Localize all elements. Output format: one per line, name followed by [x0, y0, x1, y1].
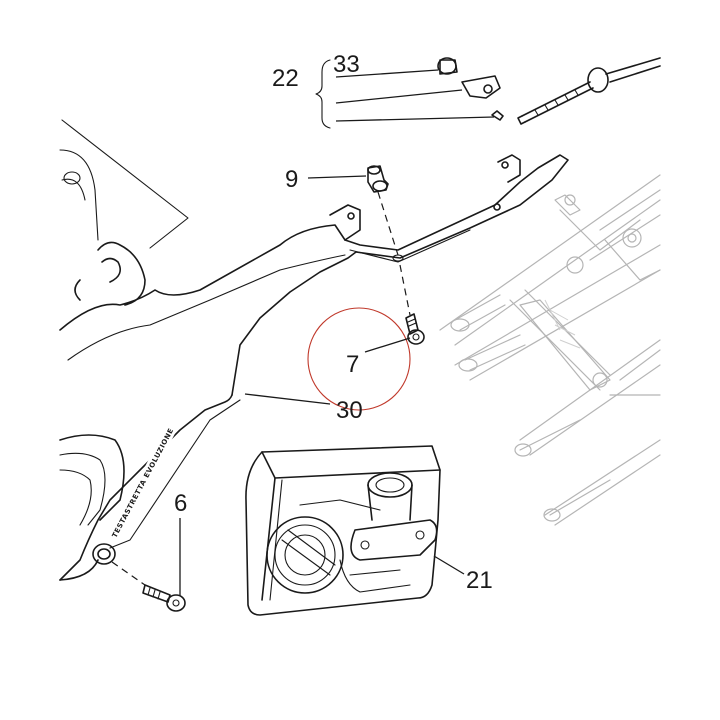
filler-box-part-21 — [245, 445, 441, 616]
side-panel-outline — [59, 119, 189, 249]
callout-6: 6 — [174, 490, 187, 517]
spacer-part-9 — [367, 165, 411, 316]
screw-part-7 — [405, 313, 425, 345]
callout-33: 33 — [333, 51, 360, 78]
callout-22: 22 — [272, 65, 299, 92]
background-frame-structure — [439, 174, 661, 526]
cable-sensor-assembly — [315, 57, 661, 129]
tail-logo-text: TESTASTRETTA EVOLUZIONE — [111, 427, 176, 539]
callout-7: 7 — [346, 351, 359, 378]
highlight-circle-part-7 — [307, 307, 411, 411]
callout-30: 30 — [336, 397, 363, 424]
leader-lines — [179, 175, 465, 596]
callout-21: 21 — [466, 567, 493, 594]
callout-9: 9 — [285, 166, 298, 193]
screw-part-6 — [111, 561, 186, 612]
tail-logo-decal: TESTASTRETTA EVOLUZIONE — [107, 390, 196, 542]
